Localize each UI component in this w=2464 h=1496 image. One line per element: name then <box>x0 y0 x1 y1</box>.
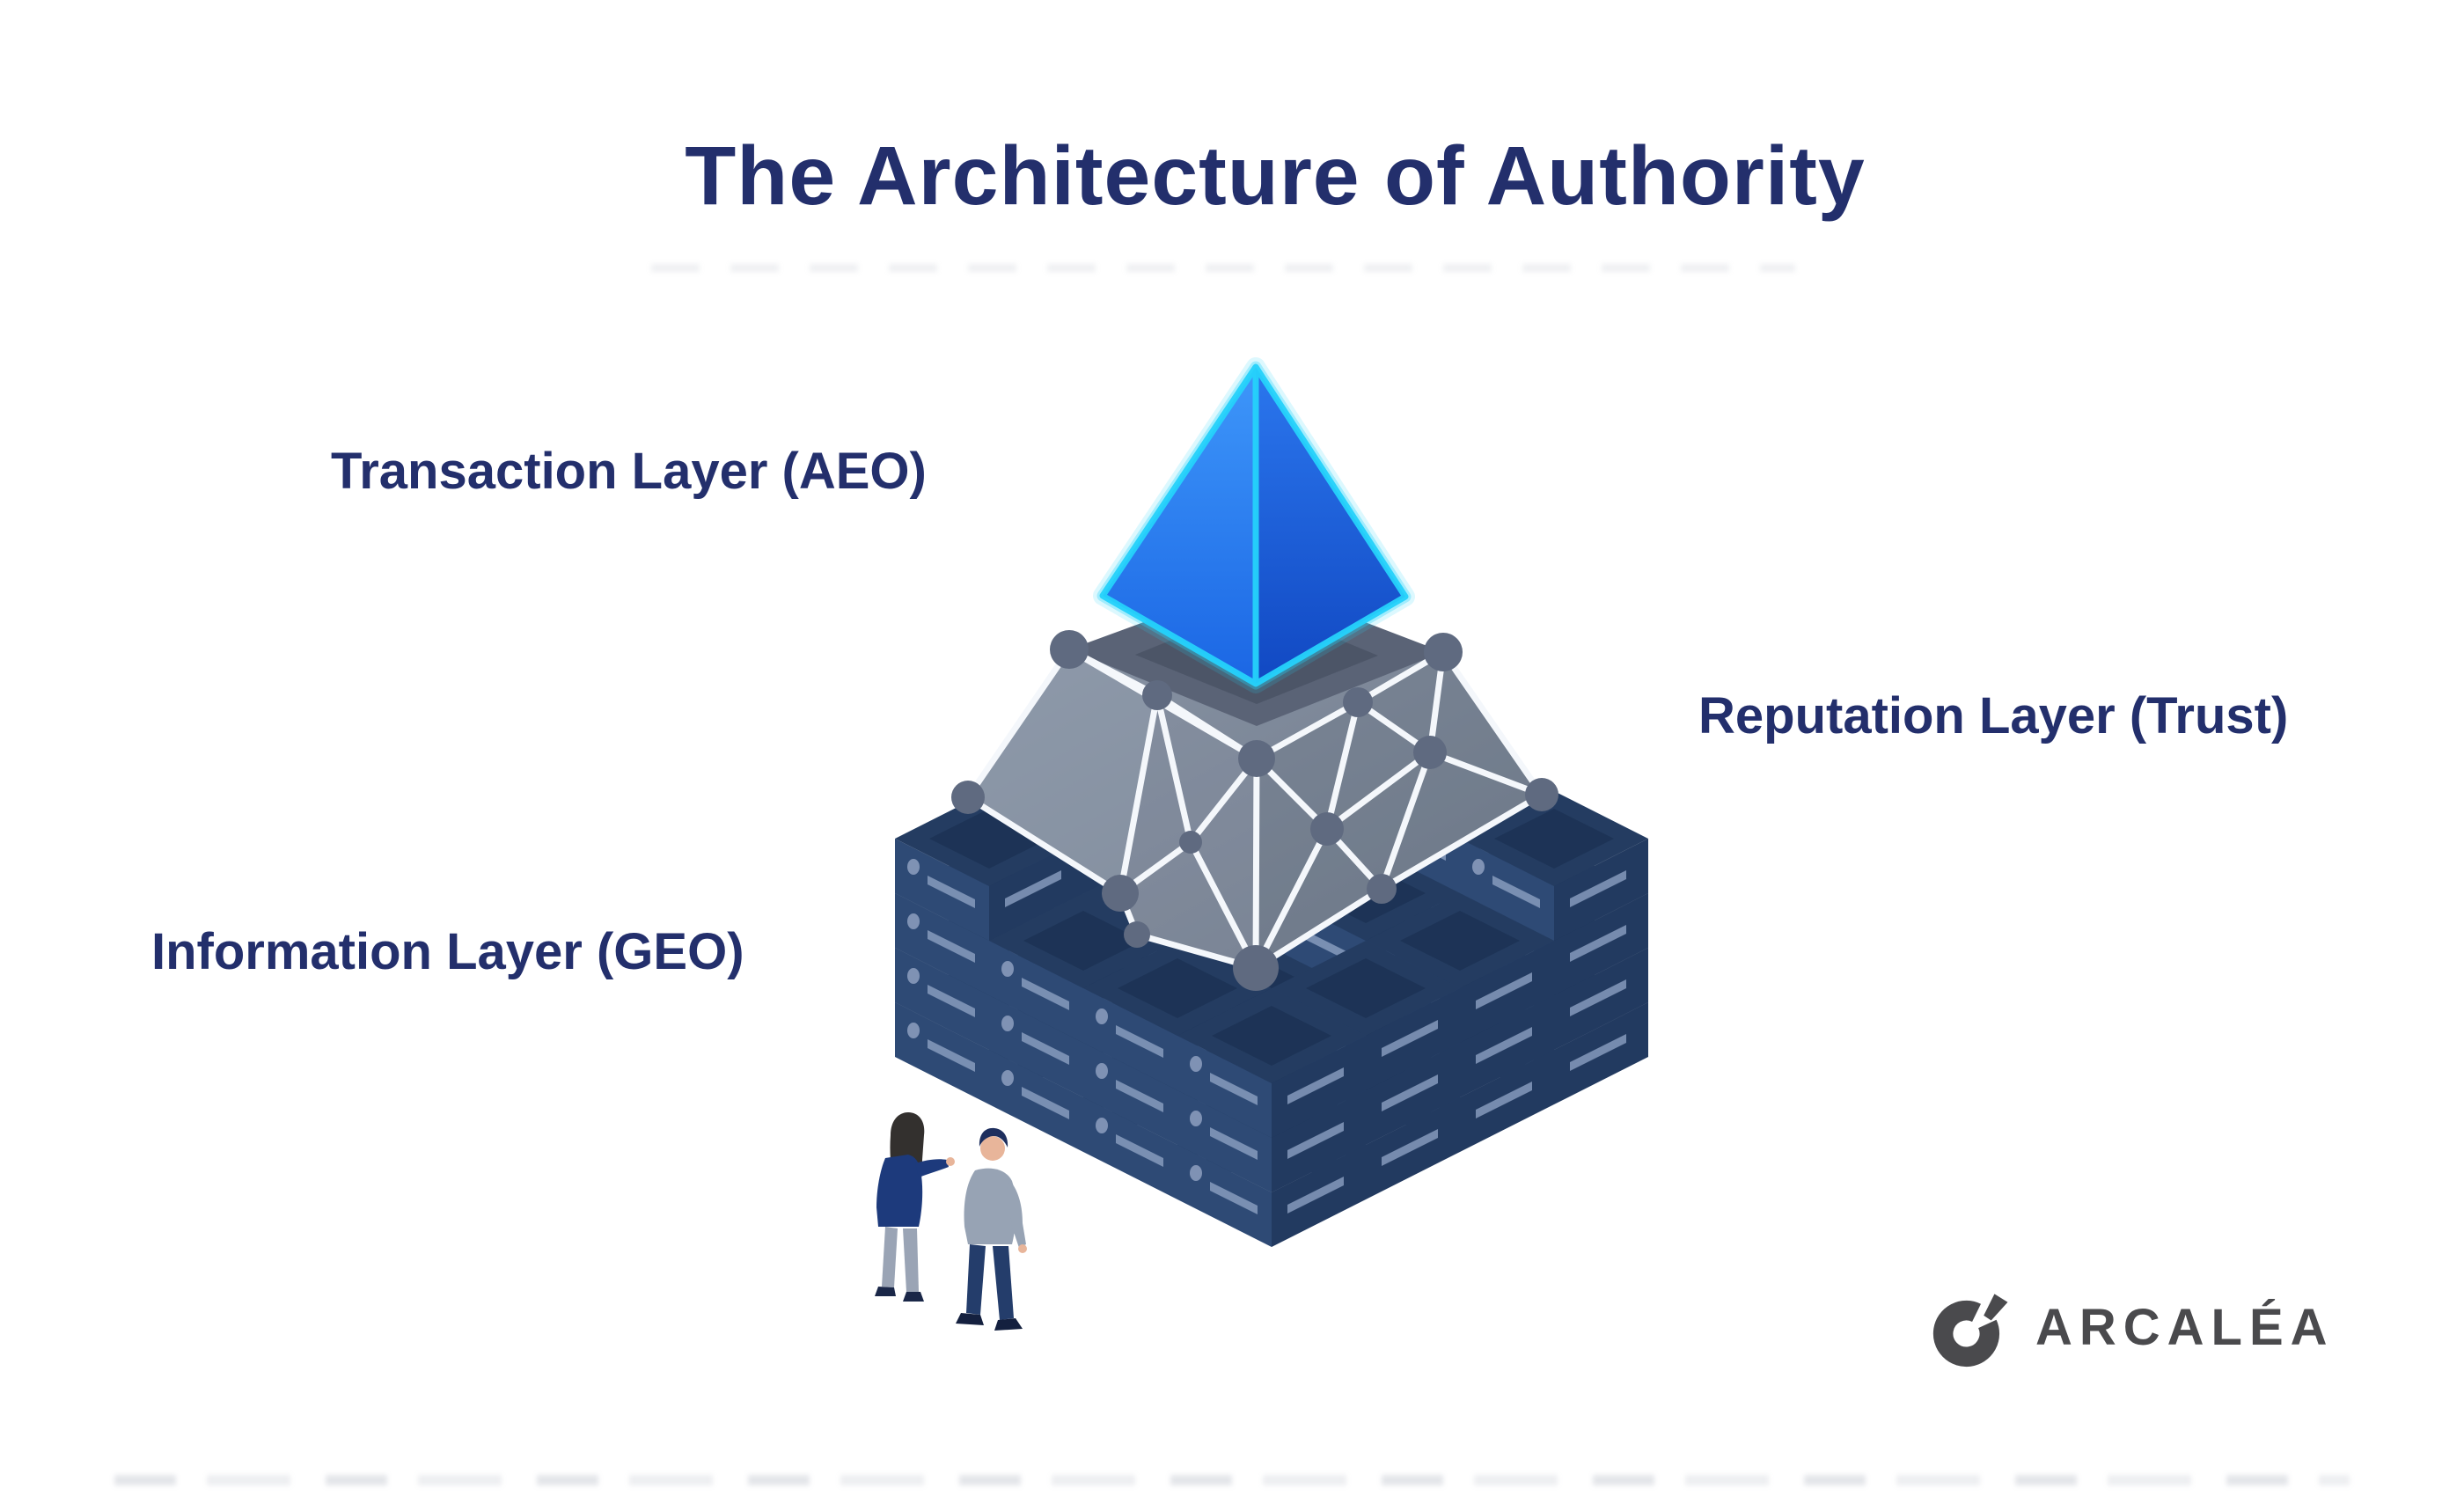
arcalea-logo-text: ARCALÉA <box>2035 1298 2335 1356</box>
compression-artifact <box>114 1475 2350 1485</box>
label-reputation-layer: Reputation Layer (Trust) <box>1698 687 2289 744</box>
label-information-layer: Information Layer (GEO) <box>151 923 744 980</box>
arcalea-ring-icon <box>1932 1294 2008 1367</box>
compression-artifact <box>651 264 1795 272</box>
label-transaction-layer: Transaction Layer (AEO) <box>331 443 927 500</box>
mesh-nodes <box>951 630 1558 991</box>
observer-woman <box>875 1112 955 1302</box>
transaction-pyramid <box>1093 357 1415 693</box>
observers <box>875 1112 1027 1331</box>
observer-man <box>956 1127 1027 1331</box>
arcalea-logo: ARCALÉA <box>1932 1283 2335 1371</box>
page-title: The Architecture of Authority <box>685 129 1866 223</box>
